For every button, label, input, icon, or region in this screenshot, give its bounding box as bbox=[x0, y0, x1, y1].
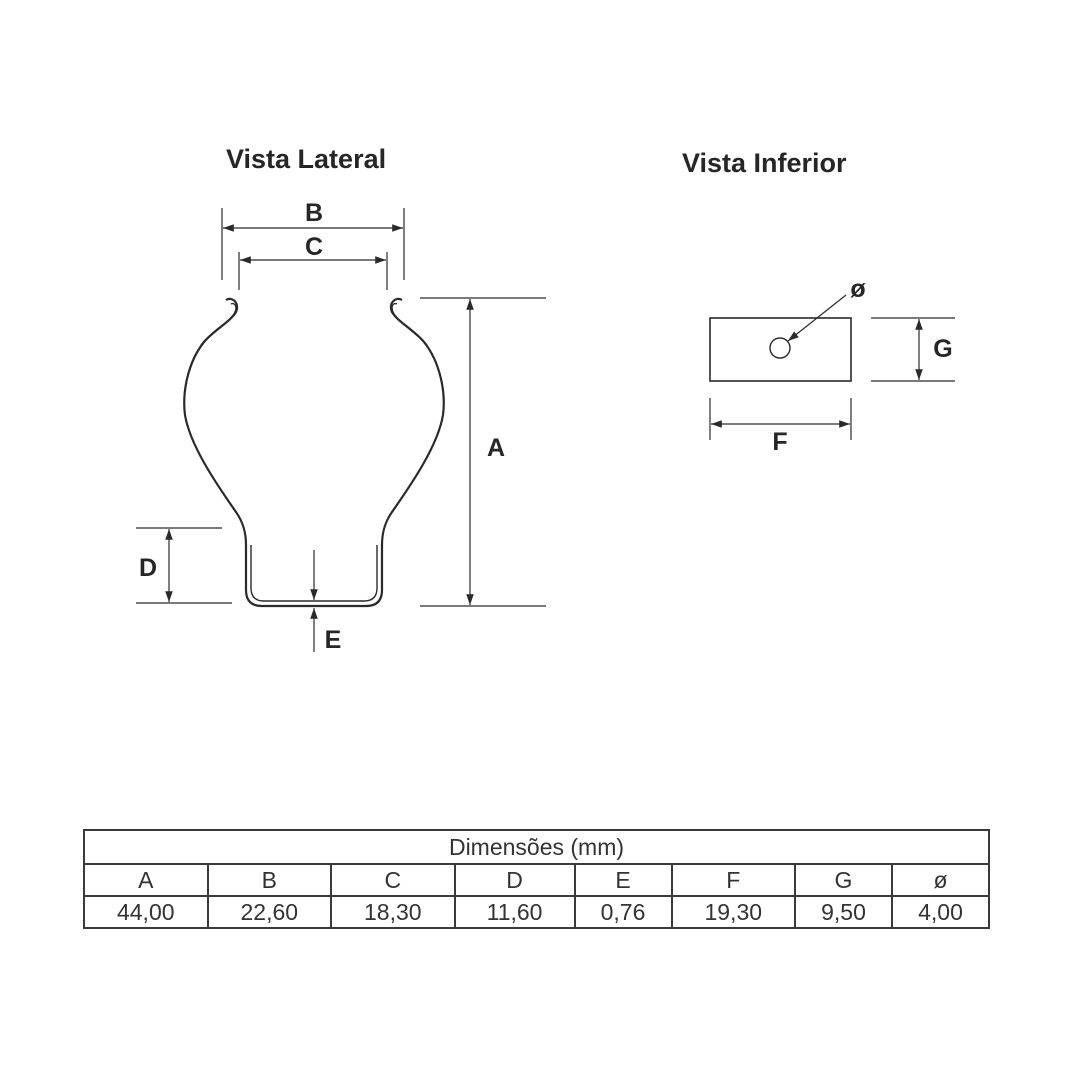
header-cell: G bbox=[794, 863, 893, 897]
value-cell: 19,30 bbox=[670, 895, 797, 929]
label-d: D bbox=[139, 554, 157, 582]
bottom-view-title: Vista Inferior bbox=[682, 148, 847, 178]
header-cell: D bbox=[453, 863, 576, 897]
label-diameter: ø bbox=[850, 275, 866, 303]
label-e: E bbox=[325, 626, 342, 654]
value-cell: 11,60 bbox=[453, 895, 576, 929]
label-g: G bbox=[933, 335, 952, 363]
dimensions-table-caption: Dimensões (mm) bbox=[83, 829, 990, 865]
label-c: C bbox=[305, 233, 323, 261]
value-cell: 18,30 bbox=[330, 895, 456, 929]
dimension-c: C bbox=[238, 233, 388, 290]
dimension-d: D bbox=[136, 527, 232, 604]
dimensions-header-row: A B C D E F G ø bbox=[83, 863, 991, 897]
clip-side-profile bbox=[183, 297, 445, 608]
value-cell: 0,76 bbox=[573, 895, 673, 929]
dimensions-value-row: 44,00 22,60 18,30 11,60 0,76 19,30 9,50 … bbox=[83, 895, 991, 929]
dimension-b: B bbox=[221, 199, 405, 280]
hole-circle bbox=[769, 337, 791, 359]
label-f: F bbox=[772, 428, 787, 456]
label-a: A bbox=[487, 434, 505, 462]
header-cell: C bbox=[330, 863, 456, 897]
dimension-diameter: ø bbox=[787, 275, 866, 342]
label-b: B bbox=[305, 199, 323, 227]
dimension-e: E bbox=[310, 550, 342, 654]
clip-bottom-outline bbox=[709, 317, 852, 382]
value-cell: 9,50 bbox=[794, 895, 893, 929]
dimension-g: G bbox=[871, 317, 955, 382]
header-cell: A bbox=[83, 863, 209, 897]
dimension-a: A bbox=[420, 297, 546, 607]
side-view-title: Vista Lateral bbox=[226, 144, 387, 174]
dimensions-table: Dimensões (mm) A B C D E F G ø 44,00 22,… bbox=[83, 829, 991, 929]
header-cell: E bbox=[573, 863, 673, 897]
value-cell: 22,60 bbox=[206, 895, 333, 929]
header-cell: B bbox=[206, 863, 333, 897]
dimension-f: F bbox=[709, 398, 852, 456]
header-cell: F bbox=[670, 863, 797, 897]
value-cell: 4,00 bbox=[890, 895, 991, 929]
technical-drawing: B C A D E ø G bbox=[136, 199, 955, 654]
header-cell: ø bbox=[890, 863, 991, 897]
value-cell: 44,00 bbox=[83, 895, 209, 929]
